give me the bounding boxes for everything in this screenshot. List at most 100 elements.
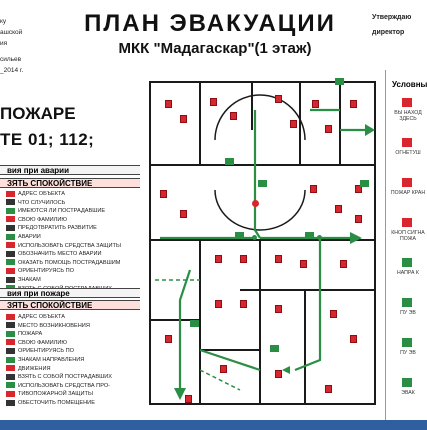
- fire-extinguisher-icon: [355, 215, 362, 223]
- approval-stamp: Утверждаю директор: [372, 14, 411, 36]
- instruction-step: СВОЮ ФАМИЛИЮ: [6, 339, 140, 347]
- fire-hydrant-icon: [340, 260, 347, 268]
- instructions-panel: ку ашской ия сильев _2014 г. ПОЖАРЕ ТЕ 0…: [0, 0, 145, 430]
- emergency-phone-numbers: ТЕ 01; 112;: [0, 130, 95, 149]
- instruction-step: АДРЕС ОБЪЕКТА: [6, 313, 140, 321]
- instruction-step-text: АДРЕС ОБЪЕКТА: [18, 191, 65, 197]
- fire-extinguisher-icon: [300, 260, 307, 268]
- instruction-step: ЗНАКАМ НАПРАВЛЕНИЯ: [6, 356, 140, 364]
- instruction-step-text: ОБОЗНАЧИТЬ МЕСТО АВАРИИ: [18, 251, 102, 258]
- approval-line: _2014 г.: [0, 67, 24, 74]
- fire-section-heading: вия при пожаре: [0, 288, 140, 298]
- instruction-step: ОРИЕНТИРУЯСЬ ПО: [6, 267, 140, 275]
- approval-line: ку: [0, 18, 7, 25]
- instruction-step-text: ТИВОПОЖАРНОЙ ЗАЩИТЫ: [18, 391, 93, 398]
- fire-extinguisher-icon: [180, 115, 187, 123]
- legend-label: ПУ ЭВ: [400, 350, 416, 356]
- step-icon: [6, 365, 15, 372]
- step-icon: [6, 356, 15, 363]
- instruction-step-text: ИМЕЮТСЯ ЛИ ПОСТРАДАВШИЕ: [18, 208, 106, 215]
- instruction-step: ЗНАКАМ: [6, 276, 140, 284]
- fire-extinguisher-icon: [402, 138, 412, 147]
- instruction-step-text: ПОЖАРА: [18, 331, 43, 338]
- floor-plan: [140, 70, 385, 430]
- reserve-route-icon: [402, 338, 412, 347]
- bottom-frame-band: [0, 420, 427, 430]
- step-icon: [6, 390, 15, 397]
- instruction-step-text: ВЗЯТЬ С СОБОЙ ПОСТРАДАВШИХ: [18, 374, 112, 381]
- instruction-step-text: ОКАЗАТЬ ПОМОЩЬ ПОСТРАДАВШИМ: [18, 259, 121, 266]
- walls: [149, 81, 376, 405]
- accident-section-heading: вия при аварии: [0, 165, 140, 175]
- fire-extinguisher-icon: [350, 335, 357, 343]
- fire-calm-heading: ЗЯТЬ СПОКОЙСТВИЕ: [0, 300, 140, 310]
- step-icon: [6, 224, 15, 231]
- fire-extinguisher-icon: [180, 210, 187, 218]
- route-node-icon: [252, 235, 257, 240]
- fire-hydrant-icon: [160, 190, 167, 198]
- legend-label: ВЫ НАХОД ЗДЕСЬ: [394, 110, 422, 122]
- instruction-step: ИСПОЛЬЗОВАТЬ СРЕДСТВА ПРО-: [6, 382, 140, 390]
- you-are-here-icon: [402, 98, 412, 107]
- approval-title: Утверждаю: [372, 14, 412, 21]
- legend-label: ЭВАК: [401, 390, 415, 396]
- instruction-step: МЕСТО ВОЗНИКНОВЕНИЯ: [6, 322, 140, 330]
- step-icon: [6, 242, 15, 249]
- fire-extinguisher-icon: [350, 100, 357, 108]
- fire-extinguisher-icon: [215, 255, 222, 263]
- legend-label: ПУ ЭВ: [400, 310, 416, 316]
- exit-arrows: [174, 124, 375, 400]
- fire-hydrant-icon: [275, 370, 282, 378]
- fire-extinguisher-icon: [275, 305, 282, 313]
- instruction-step: ОБЕСТОЧИТЬ ПОМЕЩЕНИЕ: [6, 399, 140, 407]
- exit-sign-icon: [360, 180, 369, 187]
- instruction-step: ДВИЖЕНИЯ: [6, 365, 140, 373]
- instruction-step-text: ПРЕДОТВРАТИТЬ РАЗВИТИЕ: [18, 225, 97, 232]
- route-node-icon: [317, 235, 322, 240]
- approval-line: ашской: [0, 29, 23, 36]
- instruction-step: ПРЕДОТВРАТИТЬ РАЗВИТИЕ: [6, 224, 140, 232]
- step-icon: [6, 267, 15, 274]
- fire-extinguisher-icon: [165, 335, 172, 343]
- atrium-curve: [214, 94, 306, 141]
- step-icon: [6, 233, 15, 240]
- alarm-button-icon: [402, 218, 412, 227]
- legend-title: Условны: [392, 80, 427, 89]
- step-icon: [6, 322, 15, 329]
- step-icon: [6, 250, 15, 257]
- emergency-exit-icon: [402, 378, 412, 387]
- instruction-step-text: ИСПОЛЬЗОВАТЬ СРЕДСТВА ЗАЩИТЫ: [18, 242, 121, 249]
- step-icon: [6, 276, 15, 283]
- fire-extinguisher-icon: [210, 98, 217, 106]
- fire-hydrant-icon: [402, 178, 412, 187]
- legend-label: ПОЖАР КРАН: [390, 190, 426, 196]
- instruction-step-text: ОРИЕНТИРУЯСЬ ПО: [18, 268, 75, 275]
- fire-extinguisher-icon: [215, 300, 222, 308]
- instruction-step-text: ОБЕСТОЧИТЬ ПОМЕЩЕНИЕ: [18, 400, 95, 406]
- page-title: ПЛАН ЭВАКУАЦИИ: [84, 10, 336, 37]
- instruction-step: ПОЖАРА: [6, 330, 140, 338]
- step-icon: [6, 347, 15, 354]
- step-icon: [6, 313, 15, 320]
- fire-extinguisher-icon: [220, 365, 227, 373]
- exit-sign-icon: [235, 232, 244, 239]
- instruction-step: ТИВОПОЖАРНОЙ ЗАЩИТЫ: [6, 390, 140, 398]
- fire-extinguisher-icon: [275, 255, 282, 263]
- approval-line: сильев: [0, 56, 22, 63]
- instruction-step: ЧТО СЛУЧИЛОСЬ: [6, 199, 140, 207]
- instruction-step-text: ИСПОЛЬЗОВАТЬ СРЕДСТВА ПРО-: [18, 382, 111, 389]
- fire-hydrant-icon: [330, 310, 337, 318]
- legend-label: КНОП СИГНА ПОЖА: [391, 230, 425, 242]
- fire-hydrant-icon: [275, 95, 282, 103]
- instruction-step: ВЗЯТЬ С СОБОЙ ПОСТРАДАВШИХ: [6, 373, 140, 381]
- fire-hydrant-icon: [335, 205, 342, 213]
- instruction-step-text: ОРИЕНТИРУЯСЬ ПО: [18, 348, 75, 355]
- instruction-step-text: ЧТО СЛУЧИЛОСЬ: [18, 199, 66, 206]
- accident-calm-heading: ЗЯТЬ СПОКОЙСТВИЕ: [0, 178, 140, 188]
- fire-extinguisher-icon: [325, 125, 332, 133]
- fire-extinguisher-icon: [185, 395, 192, 403]
- step-icon: [6, 382, 15, 389]
- exit-sign-icon: [258, 180, 267, 187]
